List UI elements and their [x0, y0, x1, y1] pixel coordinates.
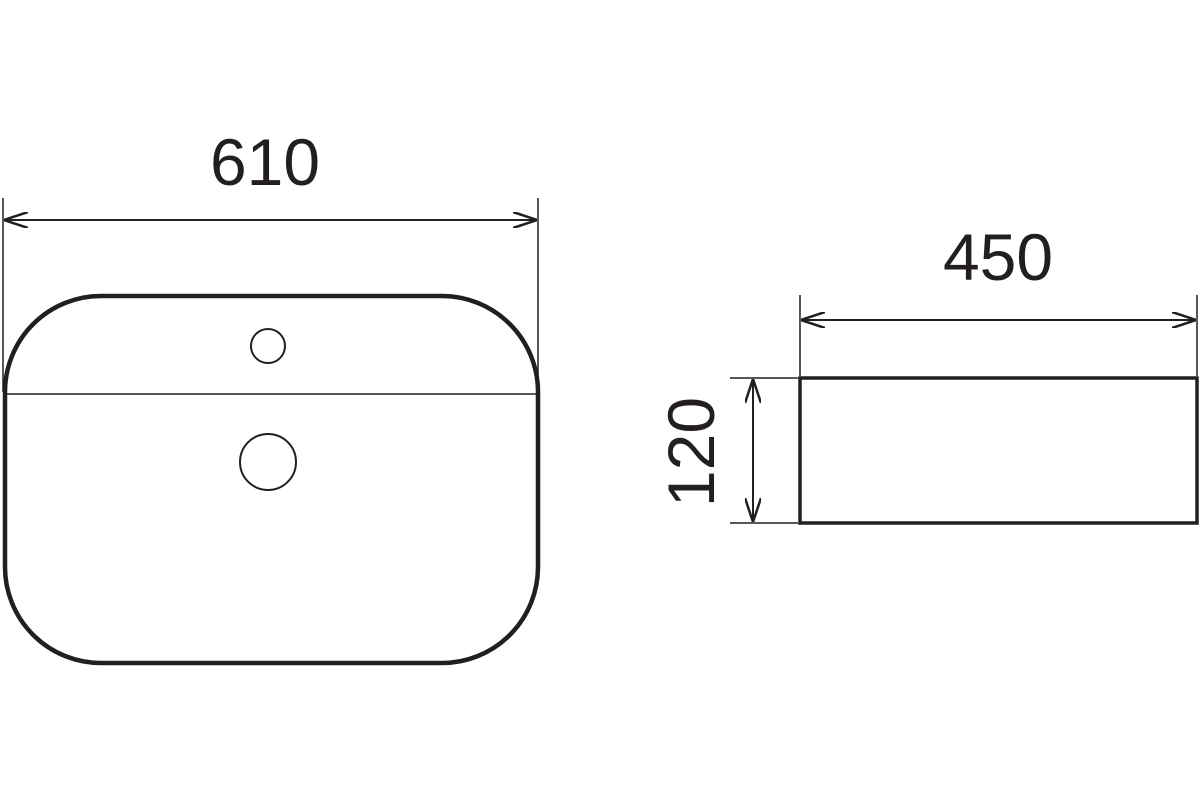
side-height-label: 120: [654, 397, 728, 507]
top-view: 610: [2, 125, 541, 666]
faucet-hole: [250, 328, 286, 364]
top-width-label: 610: [210, 125, 320, 199]
drain-hole: [239, 433, 297, 491]
basin-side-outline: [798, 376, 1199, 525]
side-view: 450 120: [654, 220, 1199, 525]
side-width-label: 450: [943, 220, 1053, 294]
basin-top-outline: [2, 293, 541, 666]
